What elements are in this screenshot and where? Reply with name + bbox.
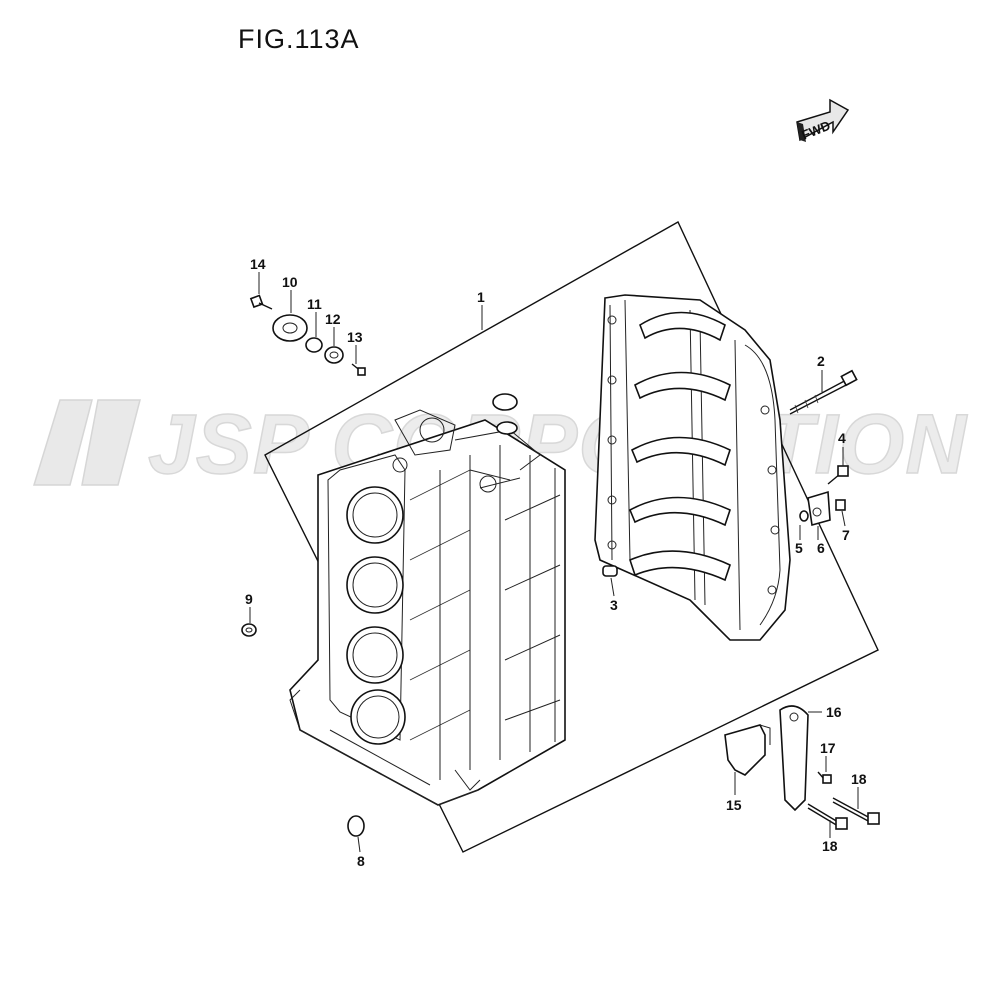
figure-title: FIG.113A <box>238 24 360 54</box>
screw-7 <box>835 499 846 511</box>
callout-11: 11 <box>307 296 322 312</box>
callout-16: 16 <box>826 704 842 720</box>
cylinder-bore-2 <box>346 556 404 614</box>
stud-bolt-2 <box>789 369 858 415</box>
bolt-18b <box>807 803 848 830</box>
callout-18a: 18 <box>851 771 867 787</box>
cylinder-bore-4 <box>350 689 406 745</box>
bracket-15 <box>724 724 771 776</box>
cover-10 <box>272 314 308 342</box>
callout-1: 1 <box>477 289 485 305</box>
callout-5: 5 <box>795 540 803 556</box>
bushing-12 <box>324 346 344 364</box>
callout-8: 8 <box>357 853 365 869</box>
bolt-18a <box>832 797 880 825</box>
bolt-14 <box>249 294 273 310</box>
leader-lines <box>249 272 859 853</box>
callout-17: 17 <box>820 740 836 756</box>
bolt-17 <box>817 771 832 784</box>
callout-18b: 18 <box>822 838 838 854</box>
crankcase-drawing <box>594 294 791 641</box>
cylinder-block-drawing <box>289 409 566 806</box>
cylinder-bore-3 <box>346 626 404 684</box>
watermark-logo-bar-1 <box>32 399 93 486</box>
callout-12: 12 <box>325 311 341 327</box>
callout-6: 6 <box>817 540 825 556</box>
bolt-4 <box>827 465 849 485</box>
dowel-pin-3 <box>602 565 618 577</box>
watermark: JSP CORPORATION <box>32 396 969 490</box>
callout-14: 14 <box>250 256 266 272</box>
watermark-logo-bar-2 <box>81 399 141 486</box>
callout-13: 13 <box>347 329 363 345</box>
callout-3: 3 <box>610 597 618 613</box>
callout-10: 10 <box>282 274 298 290</box>
cylinder-bore-1 <box>346 486 404 544</box>
bracket-16 <box>779 705 809 812</box>
o-ring-11 <box>305 337 323 353</box>
callout-9: 9 <box>245 591 253 607</box>
callout-4: 4 <box>838 430 846 446</box>
callout-7: 7 <box>842 527 850 543</box>
o-ring-9 <box>241 623 257 637</box>
plug-cap <box>492 393 518 435</box>
watermark-text: JSP CORPORATION <box>148 397 968 490</box>
o-ring-8 <box>347 815 365 837</box>
sensor-6 <box>807 490 831 527</box>
callout-15: 15 <box>726 797 742 813</box>
fwd-direction-badge: FWD <box>796 98 850 143</box>
callout-2: 2 <box>817 353 825 369</box>
o-ring-5 <box>799 510 809 522</box>
screw-13 <box>351 363 366 376</box>
